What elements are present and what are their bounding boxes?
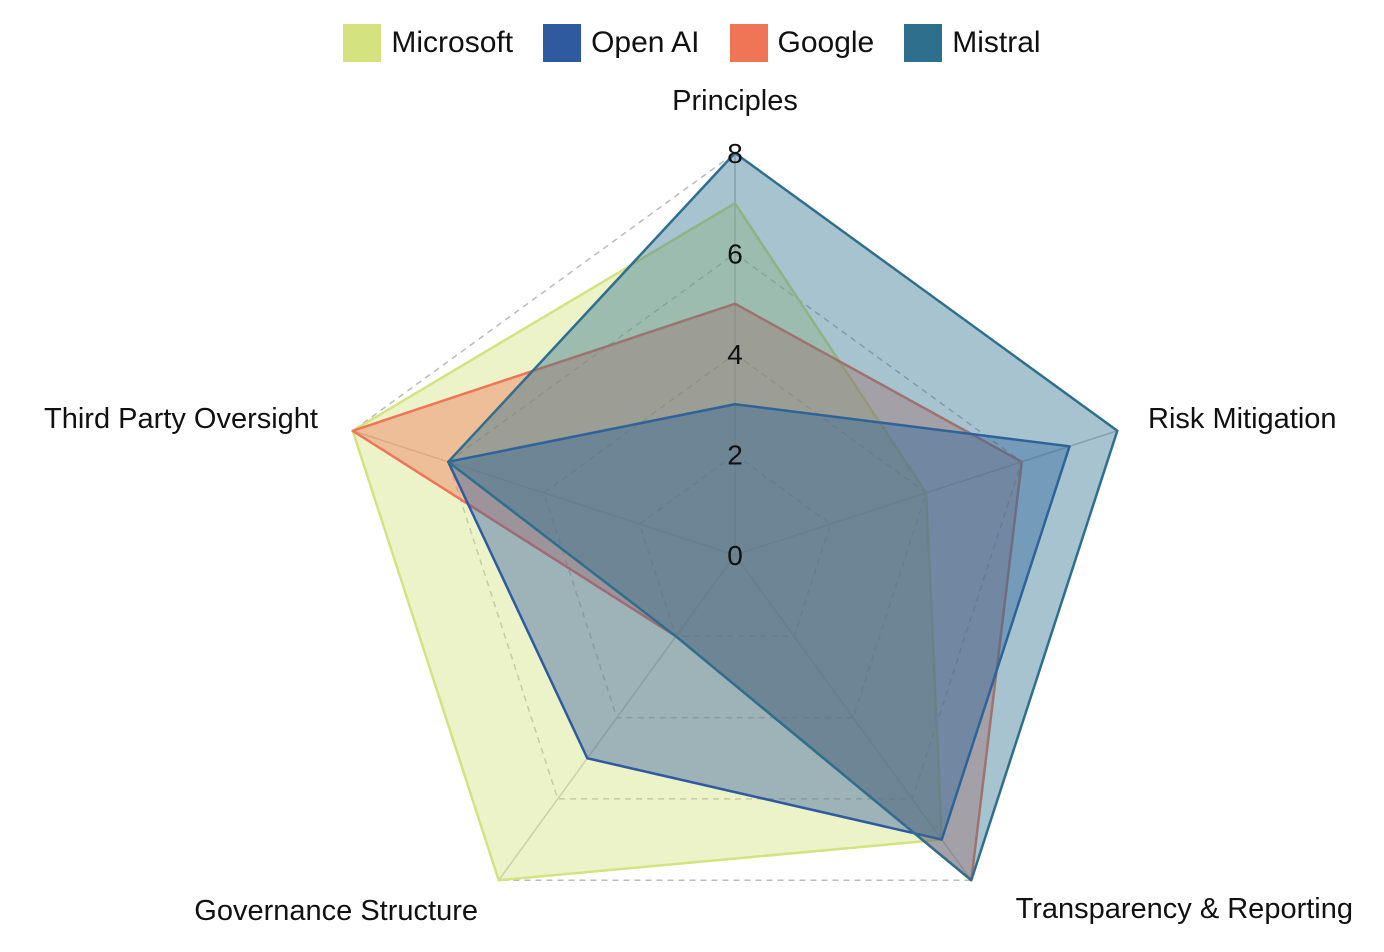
radial-tick-label: 6 <box>727 239 743 270</box>
legend-item-microsoft[interactable]: Microsoft <box>343 24 513 62</box>
legend-item-google[interactable]: Google <box>729 24 875 62</box>
grid-ring-6 <box>447 252 1023 800</box>
legend: Microsoft Open AI Google Mistral <box>0 24 1384 62</box>
radial-tick-label: 2 <box>727 440 743 471</box>
axis-label-governance-structure: Governance Structure <box>194 895 478 927</box>
legend-label-microsoft: Microsoft <box>391 26 514 59</box>
axis-label-risk-mitigation: Risk Mitigation <box>1148 403 1337 435</box>
series-area-open-ai <box>447 403 1071 841</box>
legend-label-open-ai: Open AI <box>591 26 700 59</box>
radial-tick-label: 4 <box>727 339 743 370</box>
grid-spoke-3 <box>498 554 736 881</box>
axis-label-principles: Principles <box>672 85 798 117</box>
series-area-microsoft <box>351 202 944 882</box>
radial-tick-label: 8 <box>727 138 743 169</box>
legend-swatch-open-ai <box>543 24 582 62</box>
legend-item-open-ai[interactable]: Open AI <box>543 24 700 62</box>
radar-series <box>351 151 1119 882</box>
legend-label-mistral: Mistral <box>952 26 1041 59</box>
legend-item-mistral[interactable]: Mistral <box>904 24 1041 62</box>
radar-grid <box>351 152 1119 881</box>
axis-label-third-party-oversight: Third Party Oversight <box>44 403 318 435</box>
legend-swatch-google <box>729 24 768 62</box>
axis-label-transparency-reporting: Transparency & Reporting <box>1016 893 1353 925</box>
radial-tick-label: 0 <box>727 540 743 571</box>
legend-swatch-microsoft <box>343 24 382 62</box>
grid-ring-8 <box>351 152 1119 881</box>
legend-label-google: Google <box>777 26 875 59</box>
legend-swatch-mistral <box>904 24 943 62</box>
grid-spoke-2 <box>734 554 972 881</box>
grid-spoke-4 <box>352 430 736 556</box>
series-area-mistral <box>447 151 1119 882</box>
grid-ring-4 <box>542 353 928 719</box>
